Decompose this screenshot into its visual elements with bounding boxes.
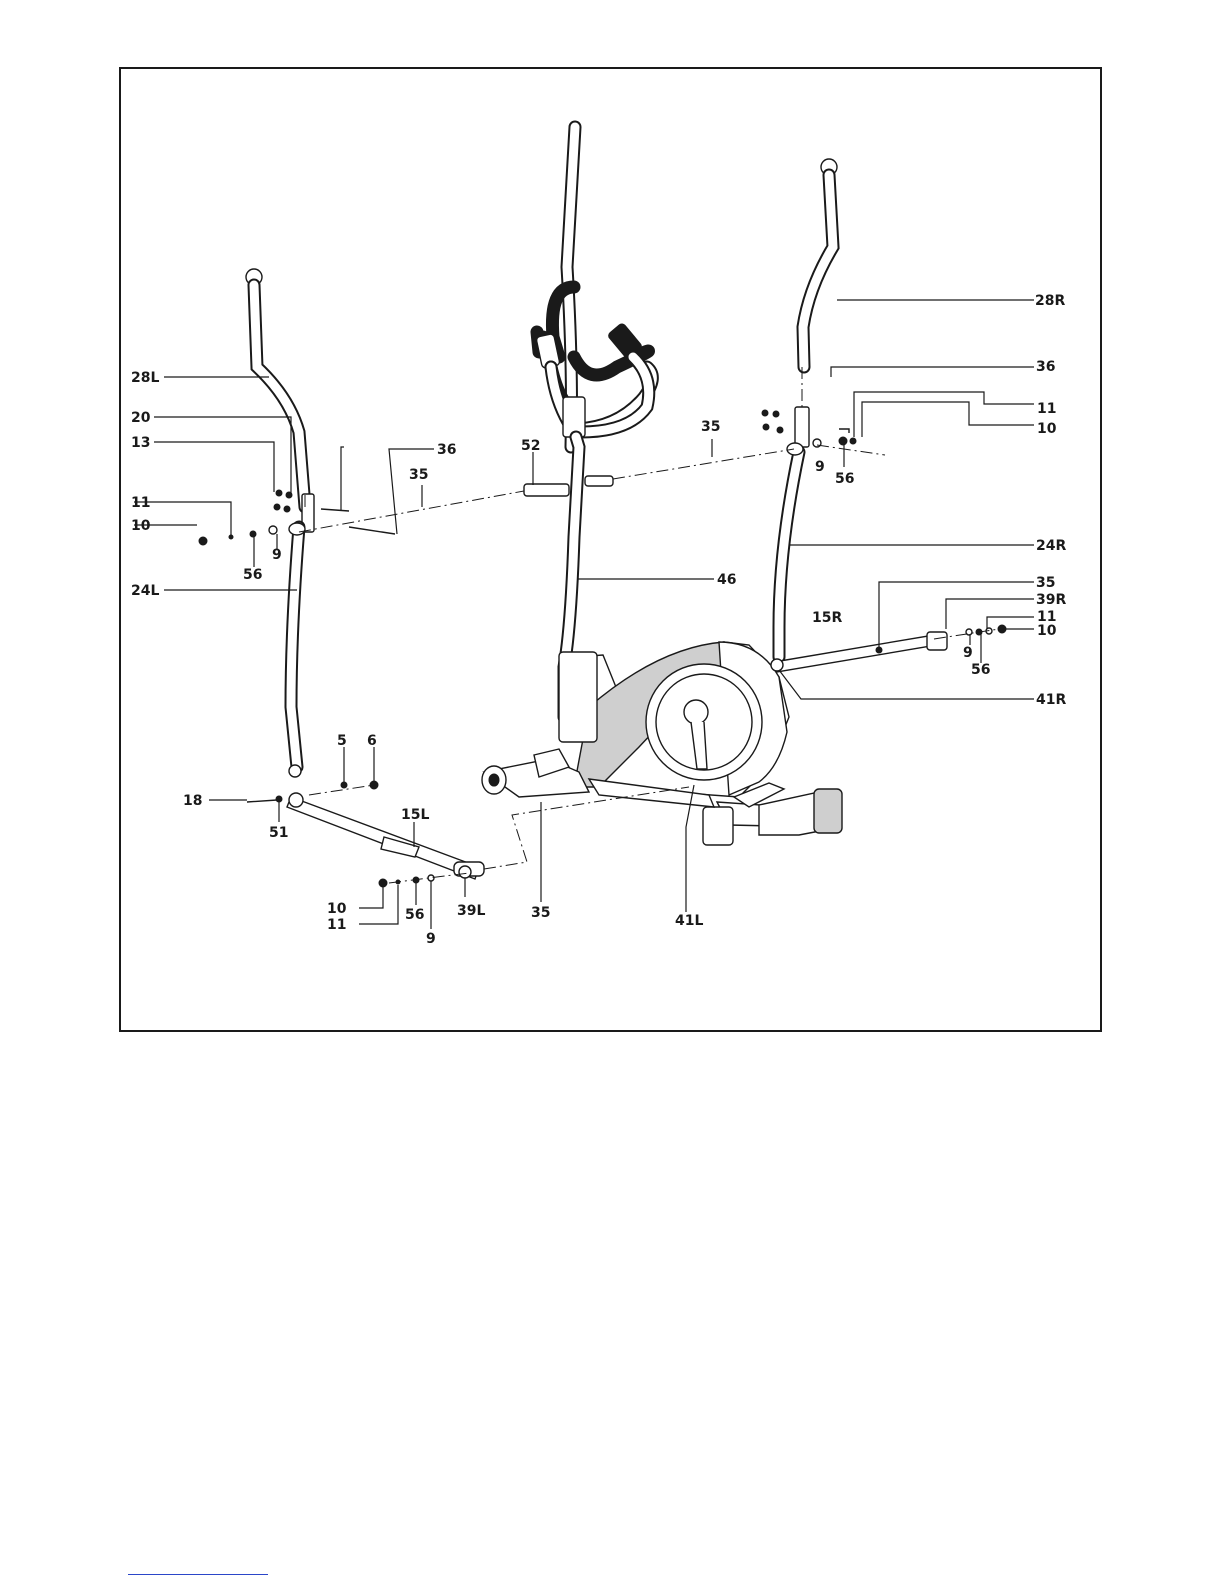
label-10-left: 10 (131, 518, 151, 534)
label-52: 52 (521, 438, 540, 454)
left-arm-assembly (199, 269, 484, 887)
label-11-left: 11 (131, 495, 150, 511)
label-11-left-rail: 11 (327, 917, 346, 933)
label-36-left: 36 (437, 442, 456, 458)
label-39R: 39R (1036, 592, 1066, 608)
label-15R: 15R (812, 610, 842, 626)
label-11-right: 11 (1037, 401, 1056, 417)
exploded-parts-diagram: 28R 36 11 10 35 9 56 24R 35 39R 15R 11 1… (119, 67, 1102, 1032)
label-10-right: 10 (1037, 421, 1057, 437)
label-35-left: 35 (409, 467, 428, 483)
label-56-left-rail: 56 (405, 907, 424, 923)
label-9-right-rail: 9 (963, 645, 973, 661)
label-28R: 28R (1035, 293, 1065, 309)
label-5: 5 (337, 733, 347, 749)
label-41R: 41R (1036, 692, 1066, 708)
assembly-axes (299, 367, 999, 883)
label-9-left-rail: 9 (426, 931, 436, 947)
flywheel-housing (482, 642, 842, 845)
label-13: 13 (131, 435, 150, 451)
label-51: 51 (269, 825, 288, 841)
label-9-right: 9 (815, 459, 825, 475)
center-mast-46 (524, 127, 652, 717)
label-24L: 24L (131, 583, 159, 599)
label-35-right-rail: 35 (1036, 575, 1055, 591)
label-6: 6 (367, 733, 377, 749)
label-20: 20 (131, 410, 151, 426)
label-10-left-rail: 10 (327, 901, 347, 917)
label-18: 18 (183, 793, 202, 809)
label-15L: 15L (401, 807, 429, 823)
frame-border (120, 68, 1101, 1031)
label-39L: 39L (457, 903, 485, 919)
label-36-right: 36 (1036, 359, 1055, 375)
label-28L: 28L (131, 370, 159, 386)
label-9-left: 9 (272, 547, 282, 563)
label-24R: 24R (1036, 538, 1066, 554)
label-46: 46 (717, 572, 736, 588)
label-41L: 41L (675, 913, 703, 929)
label-56-left: 56 (243, 567, 262, 583)
label-10-right-rail: 10 (1037, 623, 1057, 639)
label-56-right: 56 (835, 471, 854, 487)
label-35-top: 35 (701, 419, 720, 435)
label-35-bottom: 35 (531, 905, 550, 921)
diagram-canvas: 28R 36 11 10 35 9 56 24R 35 39R 15R 11 1… (119, 67, 1102, 1032)
label-56-right-rail: 56 (971, 662, 990, 678)
footer-link-underline[interactable] (128, 1574, 268, 1575)
